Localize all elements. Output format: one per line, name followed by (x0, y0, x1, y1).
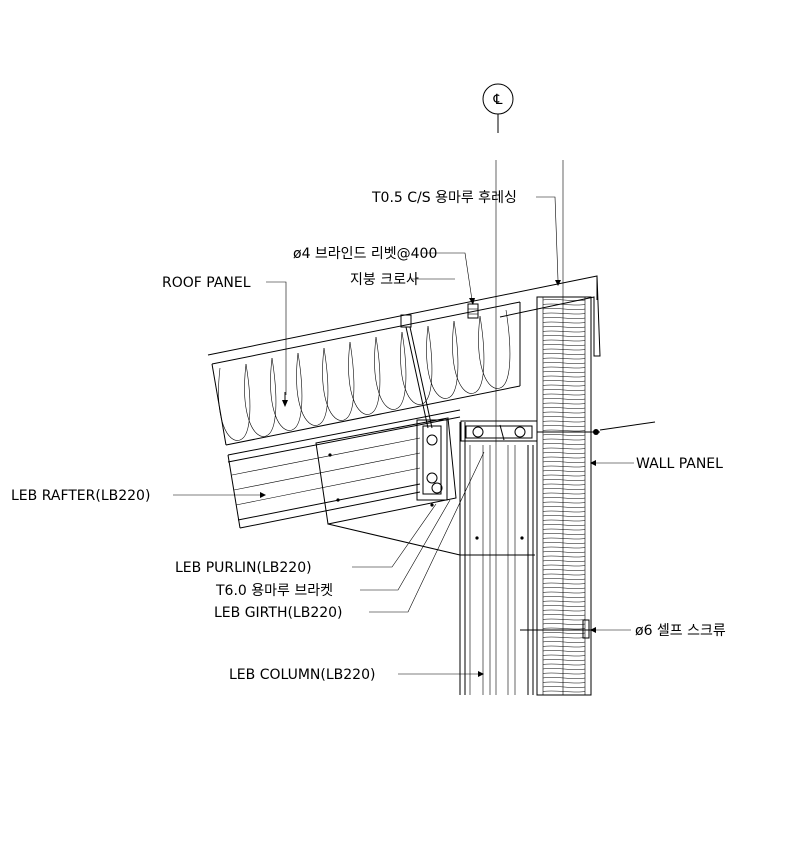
labels: T0.5 C/S 용마루 후레싱 ø4 브라인드 리벳@400 지붕 크로사 R… (11, 190, 726, 683)
label-purlin: LEB PURLIN(LB220) (175, 560, 312, 576)
roof-panel (211, 301, 521, 446)
label-wall-panel: WALL PANEL (636, 456, 723, 472)
wall-panel (520, 296, 595, 696)
label-column: LEB COLUMN(LB220) (229, 667, 375, 683)
centerline-marker: ℄ (482, 83, 514, 133)
purlin-bracket (315, 303, 535, 556)
insulation-pattern (218, 309, 511, 441)
label-bracket: T6.0 용마루 브라켓 (215, 583, 333, 599)
leaders (173, 196, 634, 677)
label-blind-rivet: ø4 브라인드 리벳@400 (293, 246, 437, 262)
label-self-screw: ø6 셀프 스크류 (635, 623, 726, 639)
label-rafter: LEB RAFTER(LB220) (11, 488, 150, 504)
label-roof-closure: 지붕 크로사 (350, 272, 419, 288)
label-roof-panel: ROOF PANEL (162, 275, 251, 291)
column (459, 422, 534, 695)
rafter (227, 409, 461, 529)
label-girth: LEB GIRTH(LB220) (214, 605, 343, 621)
centerline-symbol: ℄ (493, 92, 503, 108)
label-flashing: T0.5 C/S 용마루 후레싱 (371, 190, 517, 206)
